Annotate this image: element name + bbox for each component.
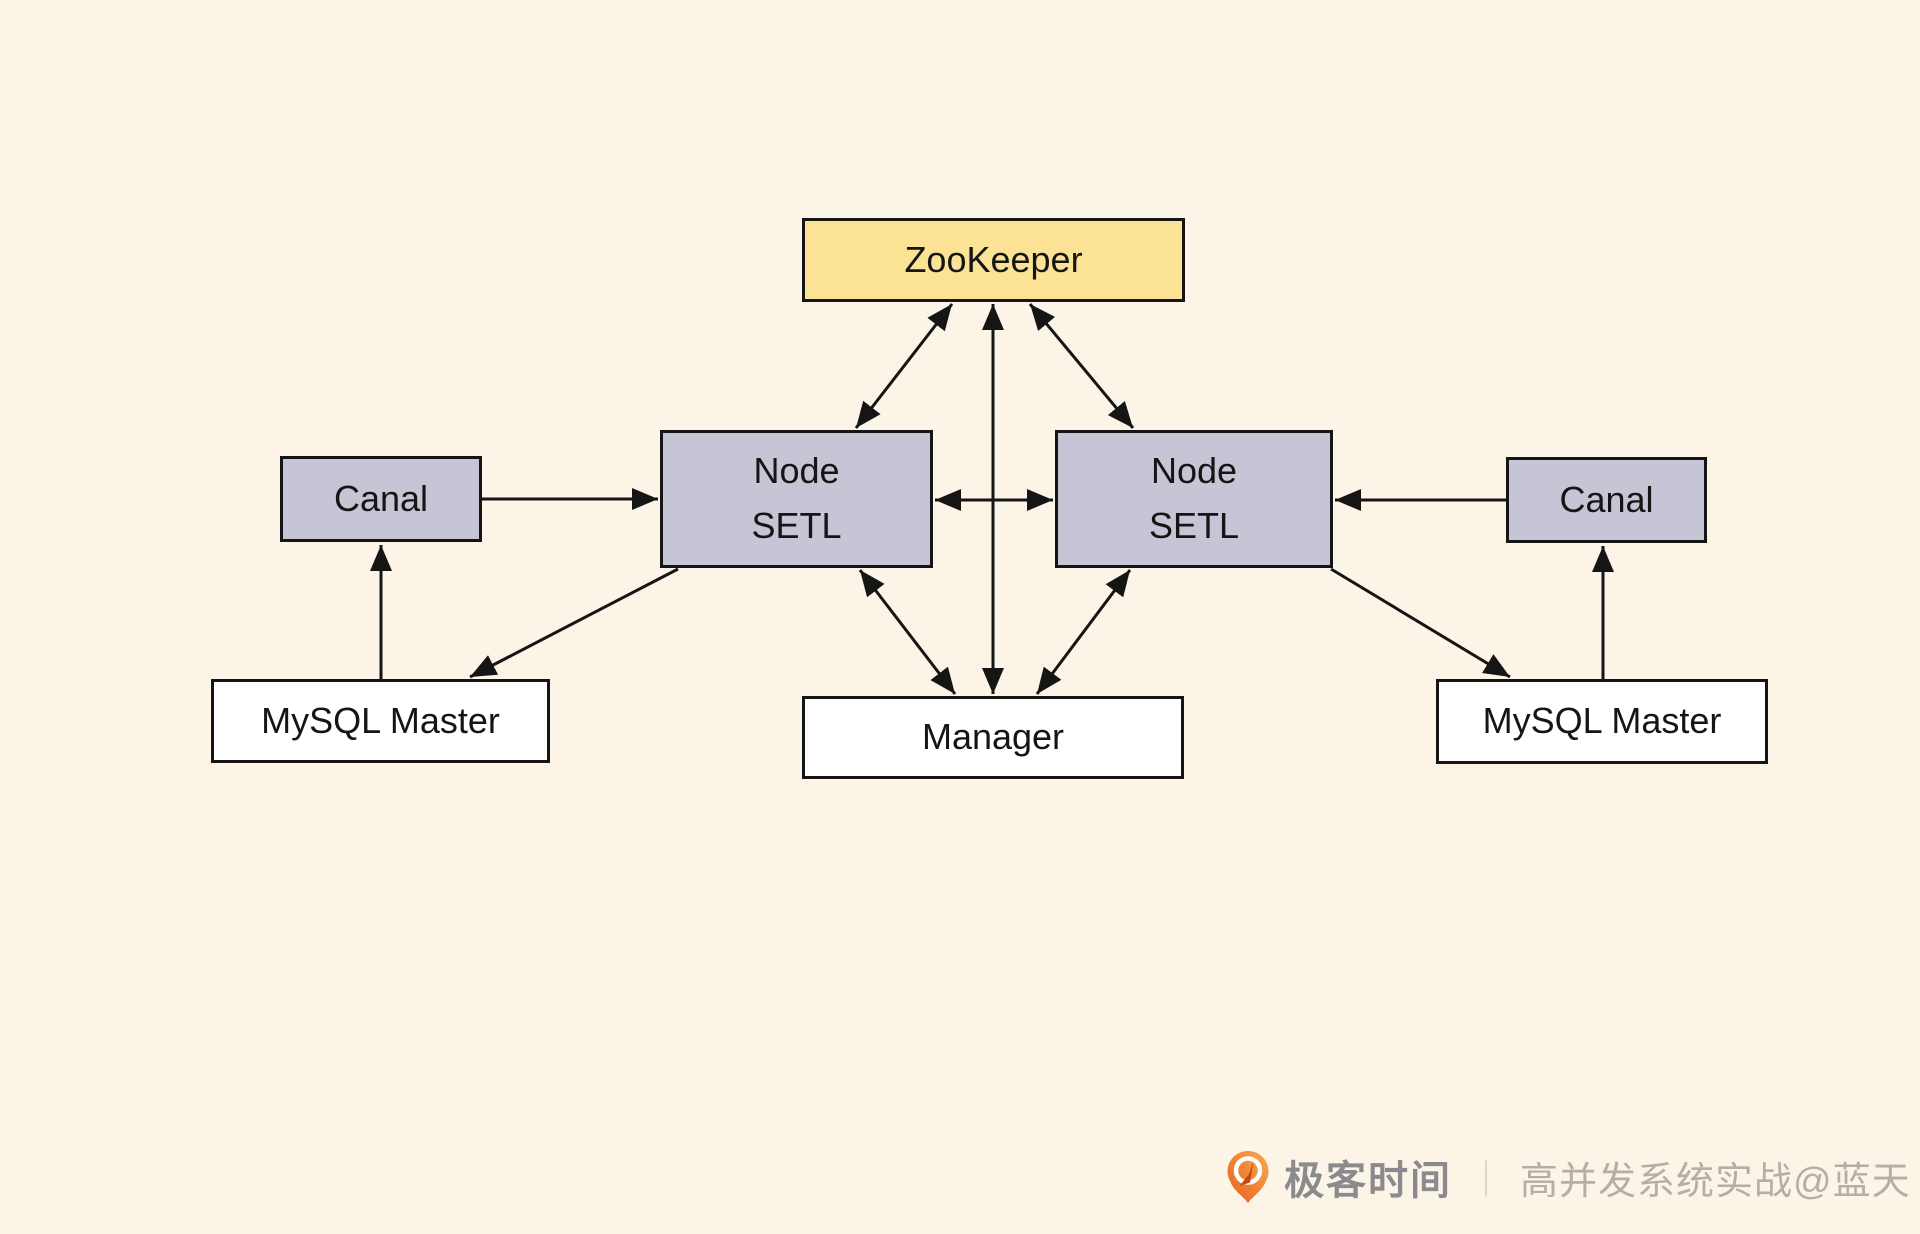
edge-zookeeper-node-setl-right [1028, 303, 1135, 429]
edge-node-setl-right-mysql-master-right [1330, 567, 1511, 679]
node-setl-left: Node SETL [660, 430, 933, 568]
node-mysql-master-right: MySQL Master [1436, 679, 1768, 764]
geektime-pin-icon [1227, 1150, 1269, 1203]
node-canal-right: Canal [1506, 457, 1707, 543]
node-label: Manager [921, 716, 1065, 758]
node-label: ZooKeeper [904, 238, 1083, 280]
edge-zookeeper-node-setl-left [854, 303, 954, 429]
node-label: Canal [333, 477, 429, 519]
node-label: Canal [1559, 478, 1654, 520]
watermark: 极客时间 ｜ 高并发系统实战@蓝天 [1226, 1148, 1911, 1206]
node-canal-left: Canal [280, 456, 482, 542]
node-label: MySQL Master [1482, 700, 1722, 742]
watermark-credit: 高并发系统实战@蓝天 [1520, 1160, 1911, 1203]
node-label: MySQL Master [261, 699, 500, 741]
node-label-line2: SETL [1148, 505, 1240, 546]
node-manager: Manager [802, 696, 1184, 779]
node-label-line2: SETL [751, 505, 842, 546]
node-label-line1: Node [1150, 450, 1238, 492]
watermark-separator: ｜ [1468, 1159, 1505, 1200]
node-mysql-master-left: MySQL Master [211, 679, 550, 763]
edge-node-setl-left-mysql-master-left [469, 567, 679, 679]
node-label-line1: Node [753, 450, 840, 492]
node-zookeeper: ZooKeeper [802, 218, 1185, 302]
node-setl-right: Node SETL [1055, 430, 1333, 568]
edge-node-setl-right-manager [1035, 569, 1132, 695]
edge-node-setl-left-manager [858, 569, 957, 695]
watermark-brand: 极客时间 [1284, 1159, 1452, 1203]
